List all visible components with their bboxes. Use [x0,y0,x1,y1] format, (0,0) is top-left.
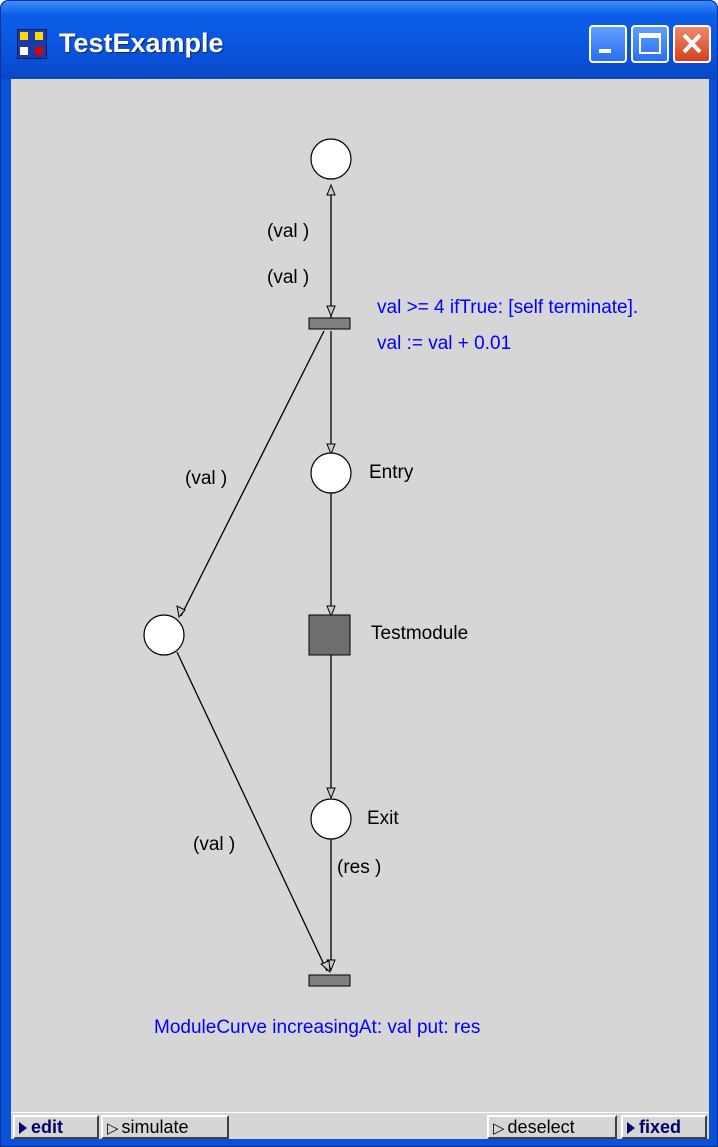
minimize-button[interactable] [589,25,627,63]
play-solid-icon [19,1122,27,1135]
place-label-exit: Exit [367,808,399,829]
fixed-label: fixed [639,1117,682,1137]
play-outline-icon: ▷ [493,1120,505,1137]
arc-label-top-upper: (val ) [267,221,310,242]
transition2-action: ModuleCurve increasingAt: val put: res [154,1017,481,1038]
play-solid-icon [627,1122,635,1135]
arc-label-exit-out: (res ) [337,857,382,878]
simulate-label: simulate [121,1117,189,1137]
deselect-button[interactable]: ▷deselect [487,1115,617,1139]
maximize-icon [639,33,661,54]
arc-label-left-lower: (val ) [193,834,236,855]
place-label-entry: Entry [369,462,414,483]
edit-label: edit [31,1117,64,1137]
arc-transition1-to-left-place [180,330,325,617]
transition1-guard: val >= 4 ifTrue: [self terminate]. [377,297,639,318]
arrowhead-exit [326,787,336,800]
close-button[interactable] [673,25,711,63]
transition1-action: val := val + 0.01 [377,333,512,354]
place-left [143,614,185,656]
place-entry [310,452,352,494]
arc-left-place-to-transition2 [176,651,328,972]
mode-toolbar: edit ▷simulate ▷deselect fixed [11,1112,709,1139]
maximize-button[interactable] [631,25,669,63]
arrowhead-transition1 [326,305,336,318]
canvas-area[interactable]: (val ) (val ) val >= 4 ifTrue: [self ter… [11,79,709,1139]
petri-net-diagram[interactable] [11,79,709,1112]
edit-button[interactable]: edit [13,1115,99,1139]
transition-top [308,317,351,330]
window-title: TestExample [59,28,224,58]
deselect-label: deselect [507,1117,575,1137]
arrowhead-entry [326,443,336,456]
place-exit [310,798,352,840]
app-icon[interactable] [17,29,47,59]
close-icon [682,33,702,54]
arrowhead-module [326,605,336,618]
module-testmodule [308,614,351,656]
module-label: Testmodule [371,623,469,644]
arrowhead-transition2-left [320,960,331,974]
title-bar[interactable]: TestExample [1,1,717,79]
play-outline-icon: ▷ [107,1120,119,1137]
arrowhead-top-place [326,183,336,196]
arc-label-left-branch: (val ) [185,468,228,489]
place-top [310,138,352,180]
arc-label-top-lower: (val ) [267,267,310,288]
fixed-button[interactable]: fixed [621,1115,707,1139]
simulate-button[interactable]: ▷simulate [101,1115,229,1139]
arrowhead-left-place [176,605,186,619]
minimize-icon [599,49,611,53]
transition-bottom [308,974,351,987]
